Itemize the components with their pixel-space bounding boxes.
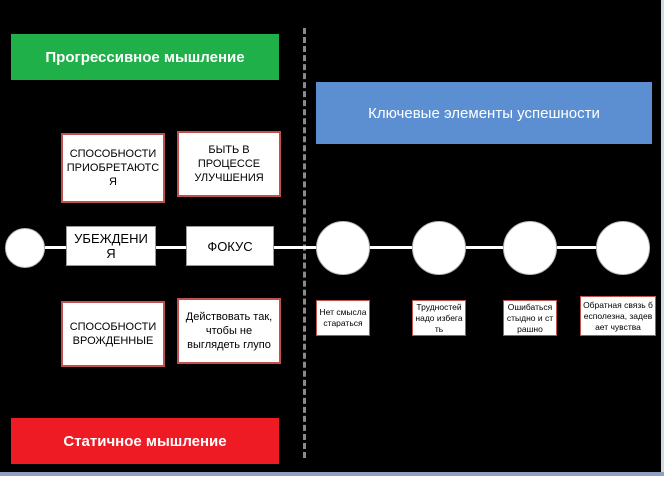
note-mistakes-shameful: Ошибаться стыдно и страшно [503,300,557,336]
key-elements-banner: Ключевые элементы успешности [316,82,652,144]
connector-line [466,246,503,249]
beliefs-label: УБЕЖДЕНИЯ [66,226,156,266]
connector-line [370,246,412,249]
frame-border-bottom [0,476,664,498]
note-no-point-trying: Нет смысла стараться [316,300,370,336]
connector-line [45,246,66,249]
connector-line [156,246,186,249]
focus-label: ФОКУС [186,226,274,266]
fixed-mindset-banner: Статичное мышление [11,418,279,464]
element-circle-1 [316,221,370,275]
connector-line [557,246,596,249]
connector-line [274,246,316,249]
start-circle [5,228,45,268]
element-circle-3 [503,221,557,275]
dashed-divider [303,28,306,458]
frame-border-bottom-line [0,472,664,476]
note-avoid-difficulties: Трудностей надо избегать [412,300,466,336]
abilities-acquired-box: СПОСОБНОСТИ ПРИОБРЕТАЮТСЯ [61,133,165,203]
element-circle-4 [596,221,650,275]
note-feedback-useless: Обратная связь бесполезна, задевает чувс… [580,296,656,336]
frame-border-right [661,0,664,498]
element-circle-2 [412,221,466,275]
abilities-innate-box: СПОСОБНОСТИ ВРОЖДЕННЫЕ [61,301,165,367]
growth-mindset-banner: Прогрессивное мышление [11,34,279,80]
be-improving-box: БЫТЬ В ПРОЦЕССЕ УЛУЧШЕНИЯ [177,131,281,197]
act-not-stupid-box: Действовать так, чтобы не выглядеть глуп… [177,298,281,364]
